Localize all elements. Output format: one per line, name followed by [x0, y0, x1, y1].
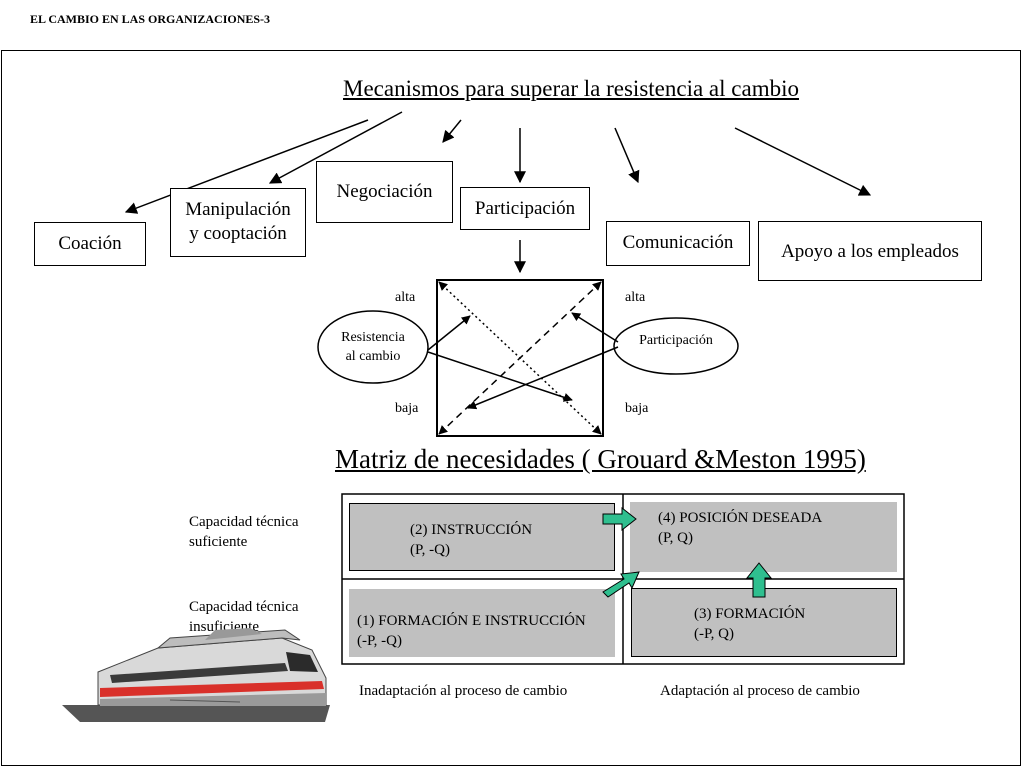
train-image	[62, 628, 330, 722]
